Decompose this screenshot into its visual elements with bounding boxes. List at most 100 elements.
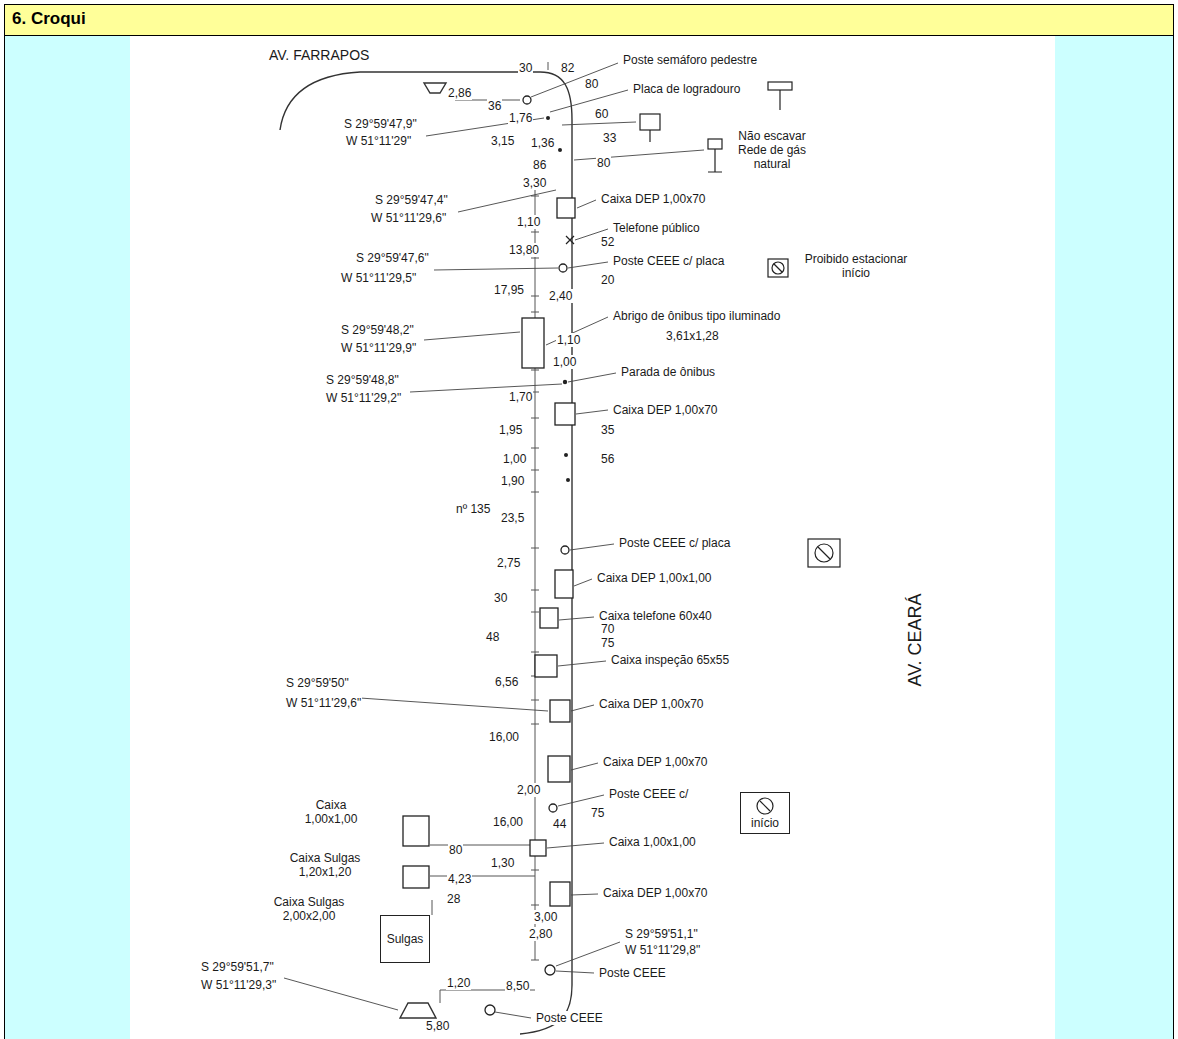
sketch-label: Poste CEEE <box>598 966 667 980</box>
box-text: Sulgas <box>387 932 424 946</box>
leader-line <box>571 763 598 770</box>
sketch-label: 1,36 <box>530 136 555 150</box>
sketch-label: 13,80 <box>508 243 540 257</box>
poles <box>485 96 569 1015</box>
point-dot <box>566 478 570 482</box>
sketch-label: W 51°11'29,2" <box>325 391 402 405</box>
sketch-label: 80 <box>596 156 611 170</box>
point-dot <box>558 148 562 152</box>
sketch-label: 2,80 <box>528 927 553 941</box>
leader-line <box>570 544 614 550</box>
point-dot <box>546 116 550 120</box>
sketch-label: S 29°59'47,4" <box>374 193 449 207</box>
leader-line <box>360 698 548 711</box>
sketch-label: W 51°11'29,6" <box>285 696 362 710</box>
pole-symbol <box>549 804 557 812</box>
sketch-label: 1,10 <box>516 215 541 229</box>
drain-box <box>550 700 570 722</box>
leader-line <box>571 894 598 895</box>
sign-icons <box>566 82 840 567</box>
drain-box <box>555 403 575 425</box>
sketch-label: 35 <box>600 423 615 437</box>
sketch-label: Poste CEEE c/ <box>608 787 689 801</box>
no-parking-icon <box>755 796 775 816</box>
no-parking-sign <box>815 544 833 562</box>
sketch-label: 1,76 <box>508 111 533 125</box>
ramp-symbol <box>400 1003 436 1018</box>
sketch-label: Poste CEEE c/ placa <box>612 254 725 268</box>
header-band <box>5 5 1174 36</box>
paper-sheet <box>130 36 1055 1039</box>
icon-ring <box>757 798 773 814</box>
sketch-label: 2,00 <box>516 783 541 797</box>
sketch-label: Caixa DEP 1,00x1,00 <box>596 571 713 585</box>
sketch-label: 1,30 <box>490 856 515 870</box>
sketch-label: 1,95 <box>498 423 523 437</box>
sketch-label: 44 <box>552 817 567 831</box>
sketch-label: 56 <box>600 452 615 466</box>
sketch-label: Caixa DEP 1,00x70 <box>602 755 709 769</box>
frame-line <box>1173 36 1174 1039</box>
drain-box <box>548 756 570 782</box>
sketch-label: 3,61x1,28 <box>665 329 720 343</box>
sketch-label: 4,23 <box>447 872 472 886</box>
leader-line <box>559 617 594 620</box>
frame-line <box>4 36 5 1039</box>
gas-box <box>403 866 429 888</box>
leader-line <box>574 150 704 160</box>
leader-line <box>556 942 620 966</box>
street-name: AV. FARRAPOS <box>268 47 370 63</box>
sketch-label: 82 <box>560 61 575 75</box>
sketch-label: 1,70 <box>508 390 533 404</box>
leader-line <box>558 795 604 806</box>
sketch-label: W 51°11'29,3" <box>200 978 277 992</box>
sketch-label: 1,00 <box>552 355 577 369</box>
pole-symbol <box>523 96 531 104</box>
sketch-label: W 51°11'29,9" <box>340 341 417 355</box>
sketch-label: 75 <box>600 636 615 650</box>
pole-symbol <box>561 546 569 554</box>
leader-line <box>550 90 628 112</box>
sketch-label: nº 135 <box>455 502 491 516</box>
sketch-label: W 51°11'29,5" <box>340 271 417 285</box>
no-parking-sign <box>768 259 788 277</box>
sketch-label: S 29°59'48,8" <box>325 373 400 387</box>
leader-line <box>558 661 606 666</box>
sketch-label: 86 <box>532 158 547 172</box>
sketch-label: Caixa telefone 60x40 <box>598 609 713 623</box>
sketch-label: 1,10 <box>556 333 581 347</box>
sketch-label: Telefone público <box>612 221 701 235</box>
sketch-label: 75 <box>590 806 605 820</box>
street-sign <box>768 82 792 90</box>
leader-line <box>556 971 594 973</box>
cyan-ground <box>5 36 1173 1039</box>
sketch-label: 48 <box>485 630 500 644</box>
sketch-label: S 29°59'51,7" <box>200 960 275 974</box>
sketch-label: 60 <box>594 107 609 121</box>
sketch-label: Caixa 1,00x1,00 <box>295 798 367 826</box>
sketch-label: W 51°11'29,6" <box>370 211 447 225</box>
section-title: 6. Croqui <box>12 9 86 29</box>
no-parking-sign <box>808 539 840 567</box>
sketch-label: 1,20 <box>446 976 471 990</box>
sketch-label: 80 <box>448 843 463 857</box>
sketch-label: W 51°11'29" <box>345 134 412 148</box>
leader-line <box>568 262 608 268</box>
leader-line <box>571 705 594 711</box>
sketch-label: S 29°59'51,1" <box>624 927 699 941</box>
sketch-label: Proibido estacionar início <box>796 252 916 280</box>
leader-line <box>424 332 520 340</box>
point-dot <box>564 453 568 457</box>
sketch-label: Não escavar Rede de gás natural <box>732 129 812 171</box>
sketch-label: Abrigo de ônibus tipo iluminado <box>612 309 781 323</box>
sign-plate: início <box>740 792 790 834</box>
sketch-label: Caixa DEP 1,00x70 <box>602 886 709 900</box>
sketch-label: 3,00 <box>533 910 558 924</box>
no-parking-sign <box>772 262 784 274</box>
ramp-symbol <box>424 83 446 93</box>
sketch-label: 1,00 <box>502 452 527 466</box>
pole-symbol <box>485 1005 495 1015</box>
sketch-label: Placa de logradouro <box>632 82 741 96</box>
